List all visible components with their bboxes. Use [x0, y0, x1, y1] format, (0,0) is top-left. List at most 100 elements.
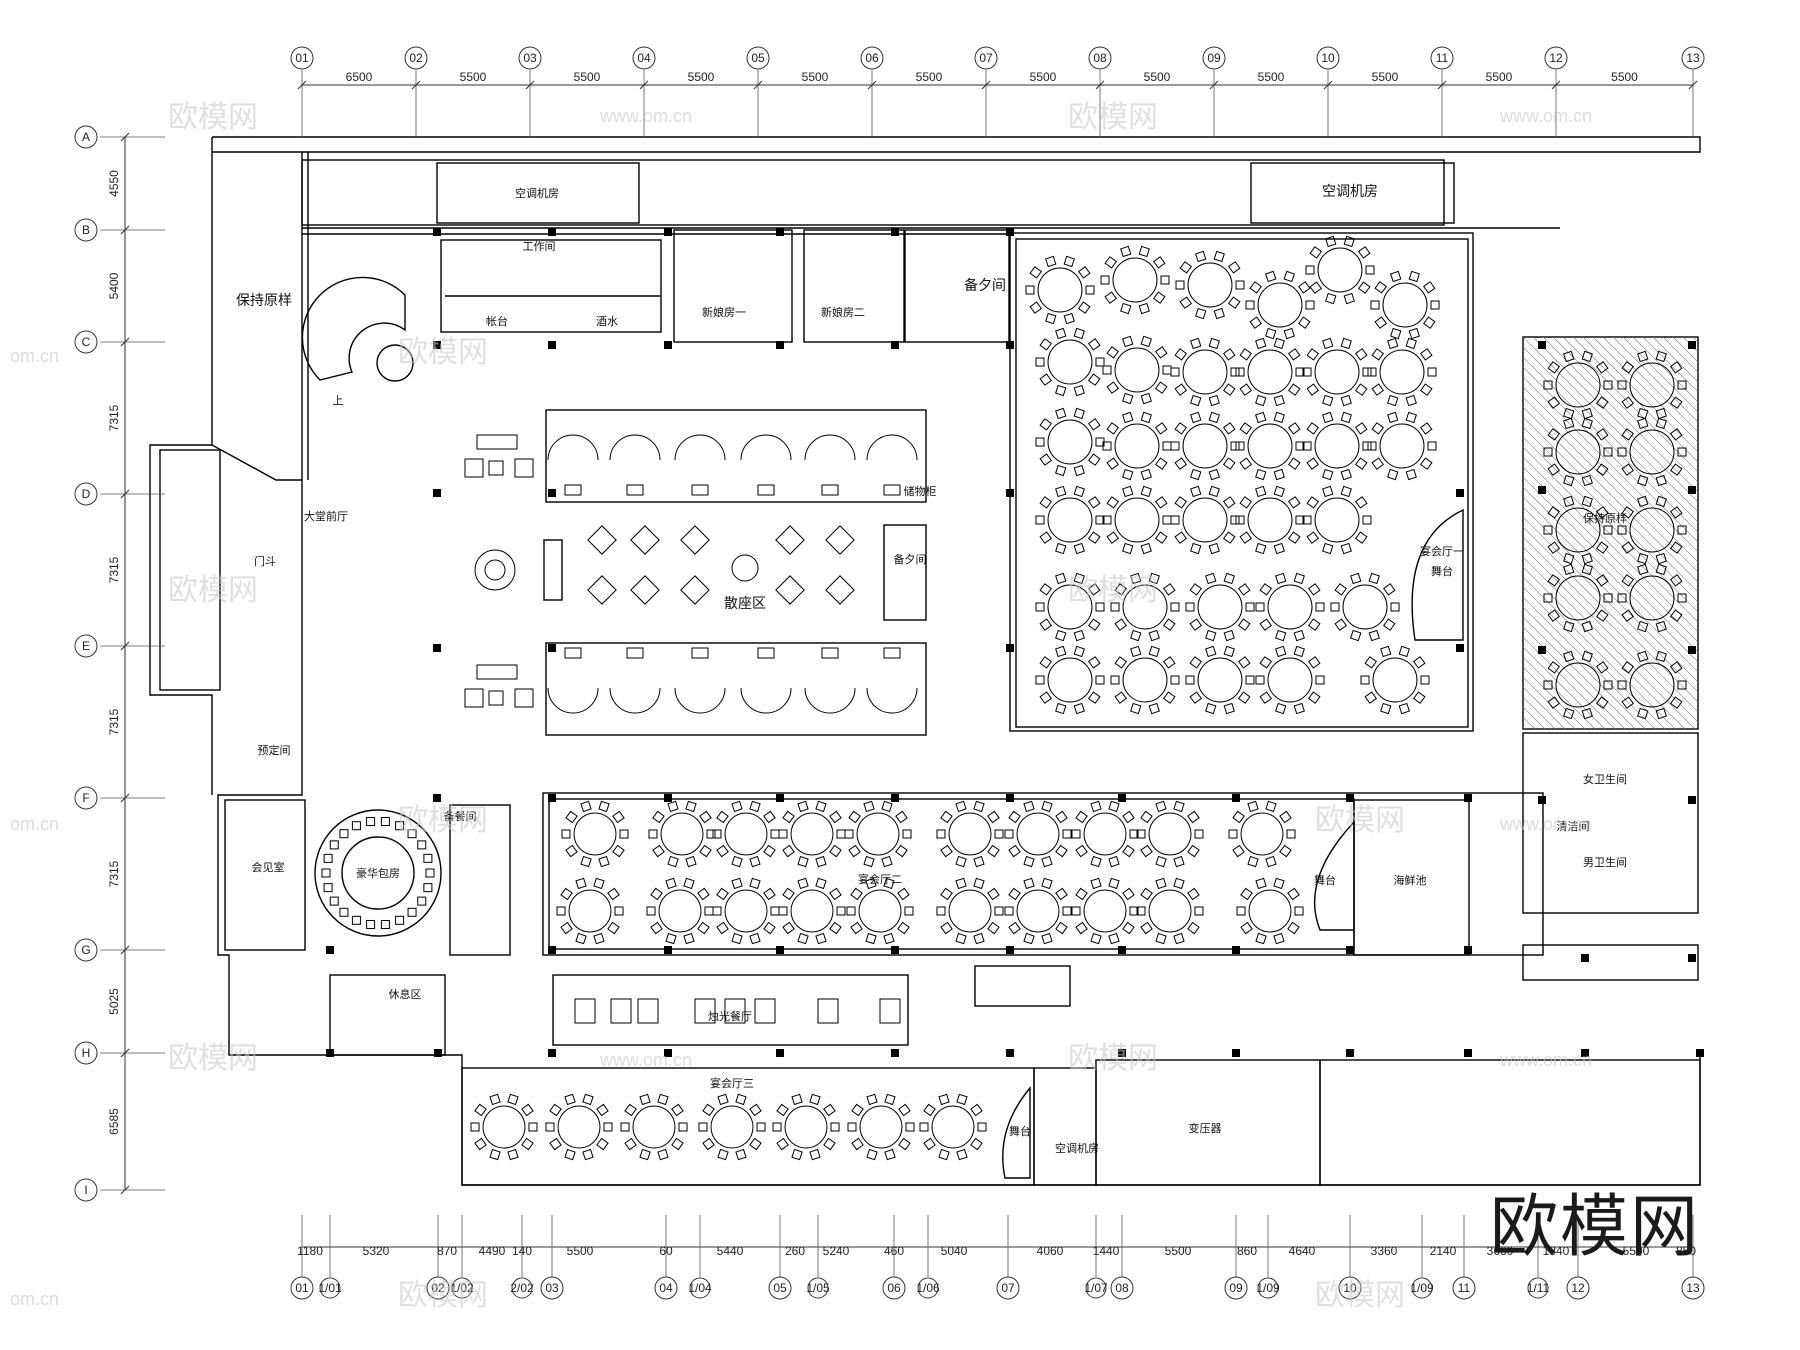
bridal-room-1-box	[673, 229, 793, 343]
vip-chair	[329, 896, 339, 906]
top-grid-bubble	[746, 46, 770, 70]
label-womens-wc: 女卫生间	[1583, 772, 1627, 786]
bottom-grid-bubble	[1224, 1276, 1248, 1300]
top-dimension-text: 5500	[916, 70, 943, 84]
structural-column	[1538, 486, 1546, 494]
structural-column	[548, 1049, 556, 1057]
booth-table	[883, 647, 901, 659]
bottom-grid-label: 03	[545, 1281, 559, 1295]
vip-chair	[395, 915, 405, 925]
vip-chair	[407, 907, 417, 917]
hatch-line	[1602, 337, 1698, 433]
bottom-grid-bubble	[1110, 1276, 1134, 1300]
watermark-logo-2: 欧模网	[1068, 100, 1158, 135]
bar-counter	[543, 539, 563, 601]
spiral-stair	[301, 276, 406, 381]
watermark-url-1: www.om.cn	[599, 106, 692, 126]
hatch-line	[1523, 726, 1526, 729]
left-dim-tick	[120, 337, 130, 347]
structural-column	[548, 946, 556, 954]
hatch-line	[1523, 506, 1698, 683]
structural-column	[1006, 794, 1014, 802]
stage-1-shape	[1411, 508, 1464, 641]
hatch-line	[1523, 606, 1646, 729]
top-grid-label: 09	[1207, 51, 1221, 65]
label-candle-dining: 烛光餐厅	[708, 1009, 752, 1023]
hatch-line	[1523, 526, 1698, 703]
top-dim-tick	[867, 80, 877, 90]
top-grid-label: 13	[1686, 51, 1700, 65]
round-table-banquet-2	[648, 800, 716, 868]
structural-column	[326, 1049, 334, 1057]
structural-column	[1581, 954, 1589, 962]
hatch-line	[1763, 337, 1800, 729]
watermark-logo-10: 欧模网	[398, 1278, 488, 1313]
stage-3-shape	[1002, 1086, 1031, 1179]
round-table-banquet-1	[1235, 411, 1305, 481]
round-table-banquet-2	[1136, 877, 1204, 945]
structural-column	[1456, 489, 1464, 497]
booth-seat-top	[674, 434, 726, 461]
structural-column	[1006, 228, 1014, 236]
booth-seat-bottom	[609, 687, 661, 714]
vip-chair	[323, 883, 333, 893]
round-table-banquet-1	[1110, 645, 1180, 715]
bottom-grid-bubble	[1338, 1276, 1362, 1300]
hatch-line	[1592, 337, 1698, 443]
label-keep-original-left: 保持原样	[236, 293, 292, 309]
square-table	[825, 575, 855, 605]
watermark-logo-4: 欧模网	[168, 573, 258, 608]
structural-column	[1688, 486, 1696, 494]
round-table-banquet-2	[936, 877, 1004, 945]
ac-room-box-3	[1033, 1067, 1097, 1186]
bottom-grid-label: 1/11	[1527, 1281, 1550, 1295]
ac-corridor	[301, 159, 1445, 226]
bottom-grid-bubble	[996, 1276, 1020, 1300]
hatch-line	[1523, 337, 1698, 513]
round-table-banquet-2	[646, 877, 714, 945]
booth-seat-top	[740, 434, 792, 461]
round-table-banquet-2	[1228, 800, 1296, 868]
bottom-dimension-text: 5040	[941, 1244, 968, 1258]
top-grid-label: 10	[1321, 51, 1335, 65]
label-vestibule: 门斗	[254, 554, 276, 568]
watermark-logo-5: 欧模网	[1068, 573, 1158, 608]
watermark-url-2: www.om.cn	[1499, 106, 1592, 126]
vip-chair	[351, 821, 361, 831]
vip-room-table-outer	[314, 809, 442, 937]
hatch-line	[1723, 337, 1800, 729]
round-table-banquet-2	[778, 800, 846, 868]
left-grid-bubble	[74, 125, 98, 149]
left-grid-bubble	[74, 1178, 98, 1202]
bottom-dimension-text: 1840	[1543, 1244, 1570, 1258]
round-table-banquet-2	[712, 800, 780, 868]
round-table-banquet-1	[1185, 645, 1255, 715]
round-table-banquet-1	[1025, 255, 1095, 325]
watermark-logo-large: 欧模网	[1489, 1188, 1700, 1267]
round-table-banquet-1	[1302, 337, 1372, 407]
pantry-top-box	[904, 229, 1010, 343]
bottom-grid-bubble	[1566, 1276, 1590, 1300]
label-cleaning: 清洁间	[1557, 820, 1590, 833]
round-table-banquet-1	[1360, 645, 1430, 715]
left-grid-bubble	[74, 330, 98, 354]
top-dim-tick	[1209, 80, 1219, 90]
round-table-banquet-3	[545, 1093, 613, 1161]
bottom-grid-bubble	[319, 1277, 341, 1299]
round-table-banquet-2	[846, 877, 914, 945]
top-dim-tick	[1551, 80, 1561, 90]
bottom-grid-bubble	[511, 1277, 533, 1299]
hatch-line	[1523, 676, 1576, 729]
structural-column	[1464, 946, 1472, 954]
round-table-banquet-1	[1102, 411, 1172, 481]
structural-column	[1006, 946, 1014, 954]
bottom-grid-bubble	[807, 1277, 829, 1299]
left-grid-bubble	[74, 634, 98, 658]
round-table-banquet-1	[1175, 250, 1245, 320]
bottom-grid-bubble	[290, 1276, 314, 1300]
hatch-line	[1523, 356, 1698, 533]
booth-table	[757, 484, 775, 496]
watermark-url-4: www.om.cn	[1499, 1050, 1592, 1070]
round-table-banquet-1	[1035, 327, 1105, 397]
hatch-line	[1523, 396, 1698, 573]
